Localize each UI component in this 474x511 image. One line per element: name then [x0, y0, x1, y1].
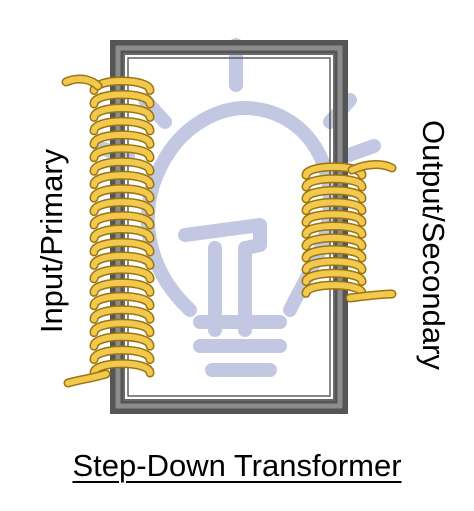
- secondary-coil-turn: [301, 186, 367, 204]
- primary-coil: [61, 74, 155, 388]
- secondary-coil-turn: [301, 257, 367, 275]
- primary-coil-turn: [89, 143, 155, 163]
- secondary-coil-turn: [301, 197, 367, 216]
- primary-label: Input/Primary: [34, 148, 69, 334]
- primary-coil-turn: [89, 224, 155, 243]
- secondary-coil: [301, 160, 397, 303]
- primary-coil-turn: [89, 90, 155, 109]
- primary-coil-turn: [89, 264, 155, 284]
- secondary-coil-turn: [301, 280, 367, 298]
- primary-coil-turn: [89, 103, 155, 122]
- diagram-title: Step-Down Transformer: [72, 448, 402, 483]
- primary-coil-lead: [63, 369, 111, 388]
- primary-coil-turn: [89, 197, 155, 217]
- primary-coil-turn: [89, 130, 155, 149]
- primary-coil-turn: [89, 211, 155, 230]
- primary-coil-turn: [89, 318, 155, 338]
- primary-coil-turn: [89, 305, 155, 324]
- primary-coil-turn: [89, 251, 155, 270]
- secondary-coil-turn: [301, 209, 367, 227]
- secondary-coil-lead: [347, 160, 397, 175]
- bulb-ray-right-low: [339, 139, 381, 163]
- primary-coil-turn: [89, 238, 155, 257]
- primary-coil-turn: [89, 116, 155, 136]
- secondary-coil-turn: [301, 268, 367, 287]
- primary-coil-lead: [61, 74, 103, 91]
- primary-coil-turn: [89, 157, 155, 176]
- secondary-coil-turn: [301, 245, 367, 263]
- secondary-coil-lead: [345, 289, 397, 303]
- secondary-coil-turn: [301, 174, 367, 192]
- secondary-coil-turn: [301, 162, 367, 180]
- primary-coil-turn: [89, 170, 155, 190]
- secondary-coil-turn: [301, 221, 367, 239]
- primary-coil-turn: [89, 359, 155, 378]
- primary-coil-turn: [89, 345, 155, 365]
- secondary-label: Output/Secondary: [416, 120, 451, 370]
- bulb-filament: [178, 218, 267, 337]
- secondary-coil-turn: [301, 233, 367, 251]
- primary-coil-turn: [89, 184, 155, 203]
- bulb-base: [193, 315, 287, 377]
- primary-coil-turn: [89, 332, 155, 351]
- primary-coil-turn: [89, 278, 155, 297]
- primary-coil-turn: [89, 291, 155, 311]
